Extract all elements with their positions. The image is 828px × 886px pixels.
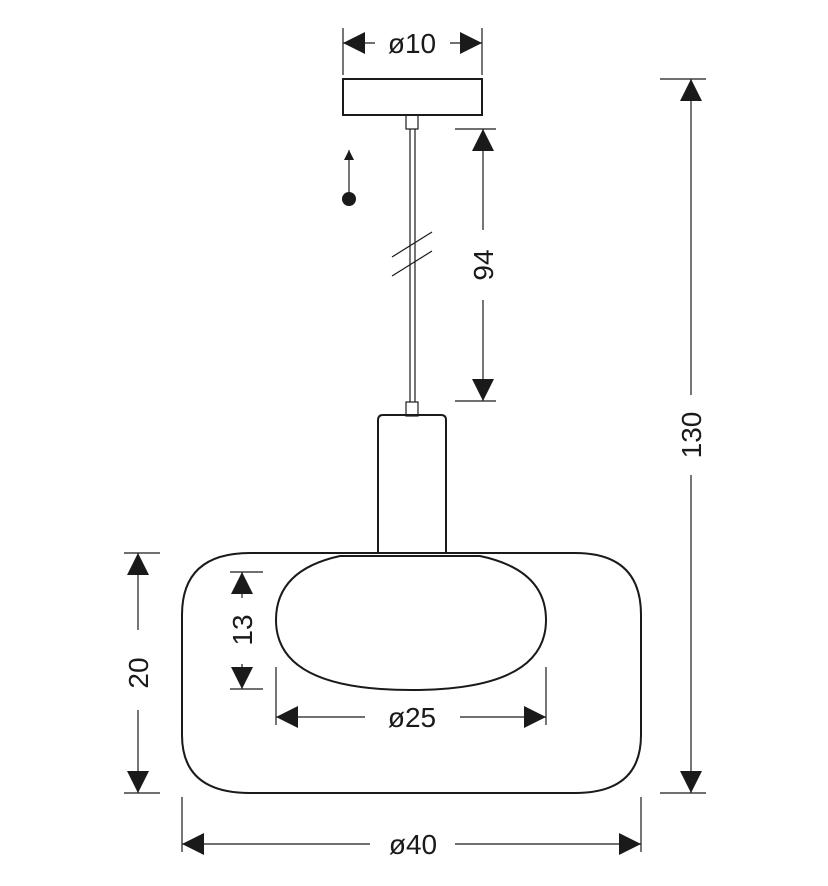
socket-connector: [405, 401, 419, 417]
inner-height-label: 13: [227, 614, 258, 645]
dimension-canopy-diameter: ø10: [342, 28, 483, 75]
lamp-outline: [181, 78, 642, 794]
canopy-connector: [405, 114, 419, 130]
dimension-cable-length: 94: [455, 128, 499, 402]
socket-housing: [377, 414, 447, 553]
ceiling-canopy: [342, 78, 483, 116]
inner-diffuser: [274, 555, 548, 692]
outer-shade: [181, 552, 642, 794]
dimension-inner-diameter: ø25: [275, 667, 547, 733]
cable-length-label: 94: [468, 249, 499, 280]
height-adjustable-icon: [342, 150, 356, 206]
dimension-total-height: 130: [660, 78, 707, 794]
dimension-inner-height: 13: [227, 571, 263, 690]
canopy-diameter-label: ø10: [388, 28, 436, 59]
inner-diameter-label: ø25: [388, 702, 436, 733]
cable-break-mark: [391, 250, 433, 277]
cable-break-mark: [391, 231, 433, 258]
shade-diameter-label: ø40: [389, 829, 437, 860]
dimension-shade-height: 20: [123, 552, 160, 794]
total-height-label: 130: [676, 412, 707, 459]
shade-height-label: 20: [123, 657, 154, 688]
dimension-shade-diameter: ø40: [181, 797, 642, 860]
